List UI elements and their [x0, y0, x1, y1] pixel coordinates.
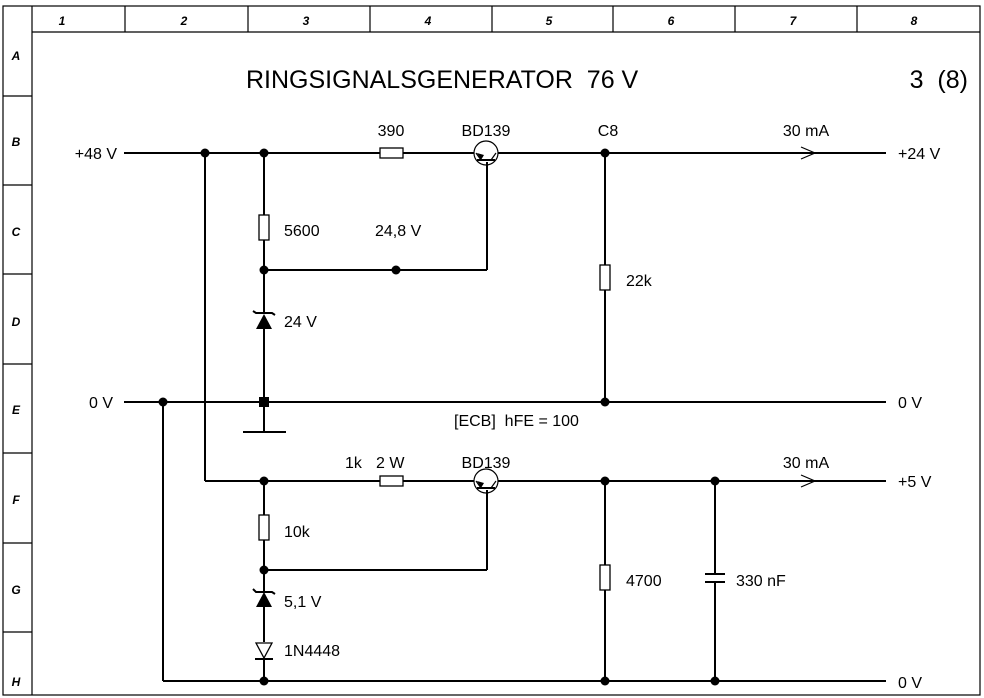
- output-5v-label: +5 V: [898, 474, 932, 491]
- page-number: 3 (8): [910, 66, 968, 94]
- row-label-d: D: [12, 315, 21, 329]
- wiring: [124, 152, 886, 682]
- transistor-upper-symbol: [473, 140, 499, 166]
- resistor-10k-label: 10k: [284, 524, 311, 541]
- current-arrow-upper-icon: [800, 146, 817, 160]
- current-upper-label: 30 mA: [783, 123, 830, 140]
- row-label-c: C: [12, 225, 21, 239]
- zener-24v-symbol: [252, 310, 276, 329]
- resistor-390-symbol: [379, 147, 404, 159]
- col-label-2: 2: [180, 14, 188, 28]
- resistor-22k-symbol: [599, 264, 611, 291]
- junction-dots: [158, 148, 720, 686]
- zener-24v-label: 24 V: [284, 314, 317, 331]
- row-label-e: E: [12, 403, 21, 417]
- zener-5v1-label: 5,1 V: [284, 594, 322, 611]
- row-label-f: F: [12, 493, 20, 507]
- resistor-1k-symbol: [379, 475, 404, 487]
- row-labels: A B C D E F G H: [11, 49, 21, 689]
- resistor-1k-label: 1k: [345, 455, 363, 472]
- row-label-h: H: [12, 675, 21, 689]
- col-label-7: 7: [790, 14, 798, 28]
- transistor-note: [ECB] hFE = 100: [454, 413, 579, 430]
- transistor-lower-symbol: [473, 468, 499, 494]
- diode-1n4448-label: 1N4448: [284, 643, 340, 660]
- input-48v-label: +48 V: [75, 146, 118, 163]
- current-lower-label: 30 mA: [783, 455, 830, 472]
- col-label-1: 1: [59, 14, 66, 28]
- resistor-10k-symbol: [258, 514, 270, 541]
- column-labels: 1 2 3 4 5 6 7 8: [59, 14, 918, 28]
- ground-bottom-label: 0 V: [898, 675, 922, 692]
- diode-1n4448-symbol: [254, 642, 274, 660]
- resistor-4700-label: 4700: [626, 573, 662, 590]
- resistor-4700-symbol: [599, 564, 611, 591]
- transistor-lower-label: BD139: [462, 455, 511, 472]
- bias-voltage-label: 24,8 V: [375, 223, 422, 240]
- schematic-title: RINGSIGNALSGENERATOR 76 V: [246, 66, 639, 94]
- output-24v-label: +24 V: [898, 146, 941, 163]
- node-c8-label: C8: [598, 123, 619, 140]
- capacitor-symbol: [705, 573, 725, 583]
- capacitor-330nf-label: 330 nF: [736, 573, 786, 590]
- row-label-g: G: [11, 583, 20, 597]
- col-label-8: 8: [911, 14, 918, 28]
- resistor-5600-label: 5600: [284, 223, 320, 240]
- row-label-b: B: [12, 135, 21, 149]
- col-label-6: 6: [668, 14, 675, 28]
- resistor-5600-symbol: [258, 214, 270, 241]
- resistor-2w-label: 2 W: [376, 455, 405, 472]
- sheet-frame: [2, 5, 981, 696]
- col-label-3: 3: [303, 14, 310, 28]
- col-label-4: 4: [424, 14, 432, 28]
- resistor-390-label: 390: [378, 123, 405, 140]
- transistor-upper-label: BD139: [462, 123, 511, 140]
- ground-left-label: 0 V: [89, 395, 113, 412]
- zener-5v1-symbol: [252, 588, 276, 607]
- col-label-5: 5: [546, 14, 553, 28]
- row-label-a: A: [11, 49, 21, 63]
- current-arrow-lower-icon: [800, 474, 817, 488]
- ground-right-label: 0 V: [898, 395, 922, 412]
- resistor-22k-label: 22k: [626, 273, 653, 290]
